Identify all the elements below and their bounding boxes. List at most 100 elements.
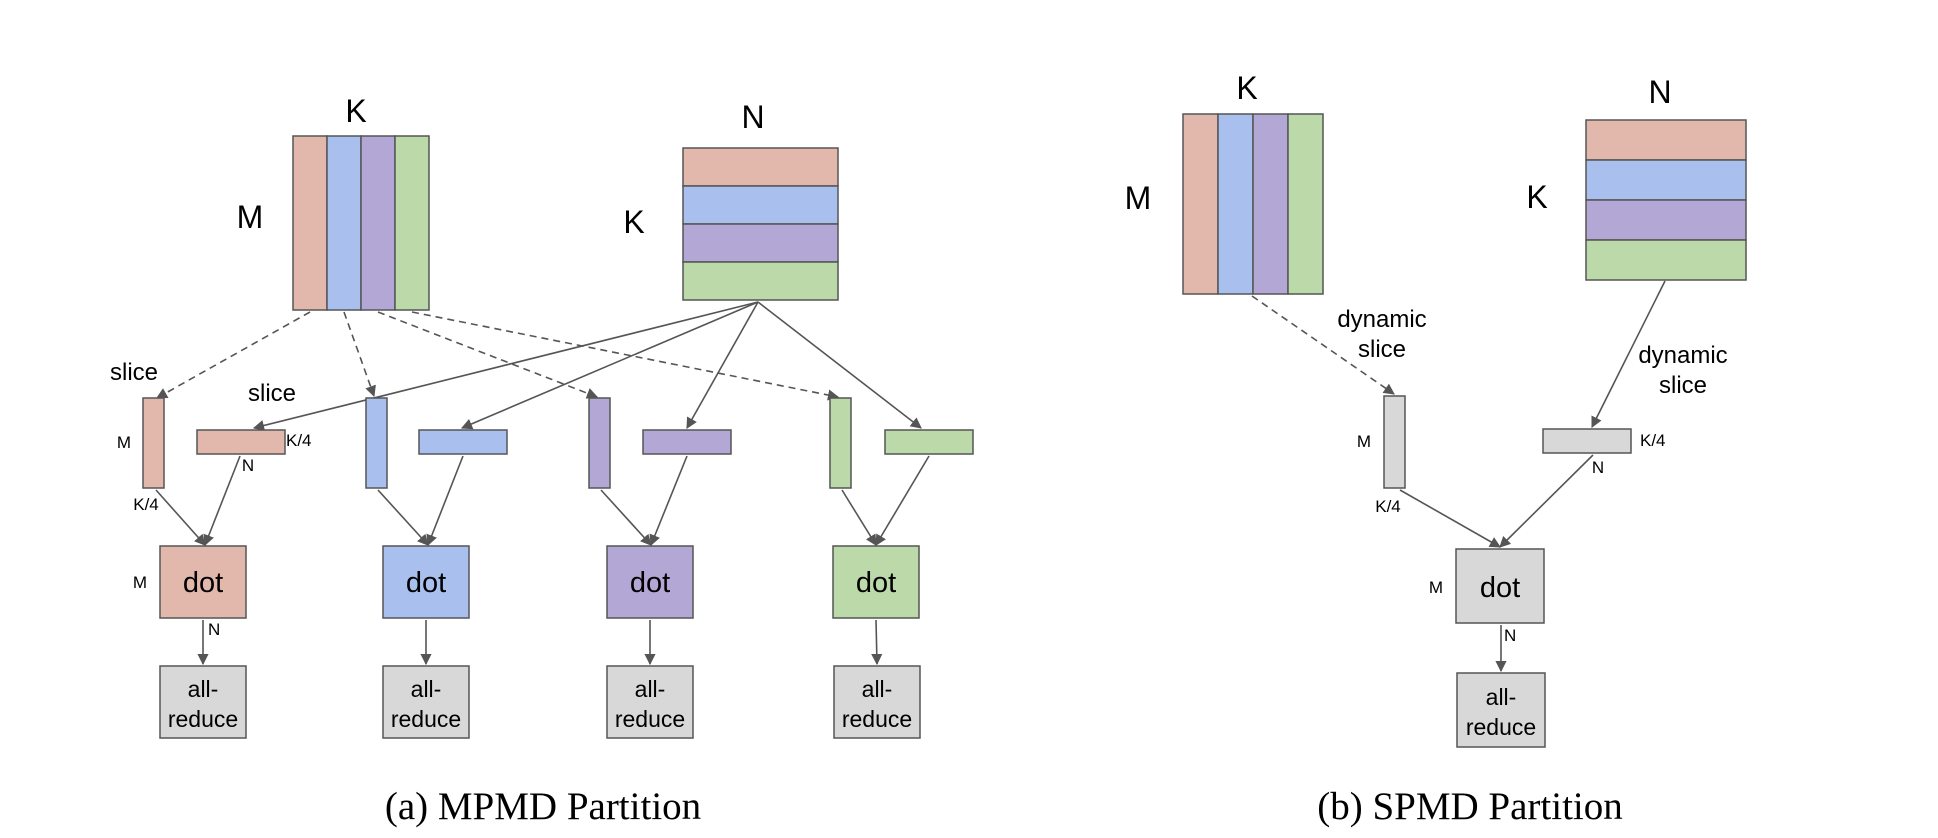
spmd-caption: (b) SPMD Partition xyxy=(1317,785,1623,828)
mpmd-slice-edge-rhs-3 xyxy=(686,301,759,429)
spmd-rhs-strip-3 xyxy=(1585,199,1747,241)
mpmd-dot-node-2 xyxy=(382,545,470,619)
spmd-dynamic-slice-edge-lhs xyxy=(1251,295,1395,395)
mpmd-rhs-strip-3 xyxy=(682,223,839,263)
spmd-rhs-label-n: N xyxy=(1648,74,1671,110)
mpmd-lhs-matrix xyxy=(292,135,430,311)
mpmd-dot-node-4 xyxy=(832,545,920,619)
spmd-lhs-strip-4 xyxy=(1287,113,1324,295)
mpmd-dot-label-4: dot xyxy=(856,567,896,599)
spmd-shard-label-k4-rhs: K/4 xyxy=(1640,431,1666,450)
mpmd-all-reduce-node-1 xyxy=(159,665,247,739)
spmd-lhs-label-k: K xyxy=(1236,70,1257,106)
mpmd-shard-label-m: M xyxy=(117,433,131,452)
mpmd-dot-edge-lhs-4 xyxy=(841,489,877,546)
mpmd-all-reduce-label-4b: reduce xyxy=(842,706,912,732)
mpmd-dot-label-1: dot xyxy=(183,567,223,599)
spmd-rhs-strip-2 xyxy=(1585,159,1747,201)
mpmd-dot-label-3: dot xyxy=(630,567,670,599)
mpmd-slice-edge-lhs-3 xyxy=(377,311,599,399)
mpmd-slice-edge-rhs-4 xyxy=(757,301,922,429)
mpmd-dot-dim-n: N xyxy=(208,620,220,639)
spmd-dynamic-slice-label-lhs-1: dynamic xyxy=(1337,306,1426,333)
spmd-lhs-strip-1 xyxy=(1182,113,1219,295)
mpmd-all-reduce-node-2 xyxy=(382,665,470,739)
spmd-dot-edge-lhs xyxy=(1399,489,1501,548)
mpmd-slice-edge-rhs-2 xyxy=(460,301,759,430)
spmd-all-reduce-label-a: all- xyxy=(1486,684,1517,710)
mpmd-rhs-strip-1 xyxy=(682,147,839,187)
mpmd-slice-label-lhs: slice xyxy=(110,359,158,386)
mpmd-dot-edge-lhs-1 xyxy=(155,489,206,546)
spmd-lhs-strip-3 xyxy=(1252,113,1289,295)
mpmd-slice-edge-lhs-1 xyxy=(156,311,311,399)
spmd-rhs-strip-4 xyxy=(1585,239,1747,281)
spmd-dot-label: dot xyxy=(1480,572,1520,604)
mpmd-lhs-strip-4 xyxy=(394,135,430,311)
mpmd-all-reduce-label-1a: all- xyxy=(188,676,219,702)
mpmd-shard-label-k4: K/4 xyxy=(133,495,159,514)
mpmd-lhs-label-m: M xyxy=(237,199,264,235)
spmd-lhs-label-m: M xyxy=(1125,180,1152,216)
mpmd-rhs-shard-3 xyxy=(642,429,732,455)
mpmd-shard-label-k4-rhs: K/4 xyxy=(286,431,312,450)
mpmd-rhs-shard-4 xyxy=(884,429,974,455)
spmd-lhs-shard xyxy=(1383,395,1406,489)
spmd-rhs-label-k: K xyxy=(1526,179,1547,215)
mpmd-dot-edge-rhs-2 xyxy=(426,455,464,547)
mpmd-rhs-label-n: N xyxy=(741,99,764,135)
mpmd-panel: K M N K slice slice M K/4 xyxy=(110,93,974,828)
mpmd-lhs-strip-1 xyxy=(292,135,328,311)
mpmd-slice-edge-lhs-2 xyxy=(343,311,376,398)
mpmd-slice-label-rhs: slice xyxy=(248,380,296,407)
mpmd-rhs-label-k: K xyxy=(623,204,644,240)
mpmd-shard-label-n: N xyxy=(242,456,254,475)
mpmd-all-reduce-node-3 xyxy=(606,665,694,739)
mpmd-lhs-strip-3 xyxy=(360,135,396,311)
mpmd-slice-edge-rhs-1 xyxy=(252,301,759,431)
mpmd-all-reduce-label-3b: reduce xyxy=(615,706,685,732)
mpmd-reduce-edge-4 xyxy=(871,619,883,666)
spmd-dot-dim-m: M xyxy=(1429,578,1443,597)
mpmd-slice-edge-lhs-4 xyxy=(411,311,840,401)
mpmd-dot-edge-rhs-1 xyxy=(203,455,241,547)
spmd-dot-dim-n: N xyxy=(1504,626,1516,645)
spmd-rhs-strip-1 xyxy=(1585,119,1747,161)
mpmd-rhs-strip-4 xyxy=(682,261,839,301)
mpmd-all-reduce-label-3a: all- xyxy=(635,676,666,702)
mpmd-rhs-matrix xyxy=(682,147,839,301)
spmd-dot-edge-rhs xyxy=(1499,454,1594,548)
mpmd-lhs-strip-2 xyxy=(326,135,362,311)
mpmd-dot-node-3 xyxy=(606,545,694,619)
mpmd-lhs-shard-4 xyxy=(829,397,852,489)
spmd-rhs-shard xyxy=(1542,428,1632,454)
mpmd-lhs-label-k: K xyxy=(345,93,366,129)
spmd-shard-label-m: M xyxy=(1357,432,1371,451)
mpmd-dot-dim-m: M xyxy=(133,573,147,592)
mpmd-dot-edge-lhs-2 xyxy=(377,489,429,546)
mpmd-dot-node-1 xyxy=(159,545,247,619)
spmd-shard-label-n: N xyxy=(1592,458,1604,477)
mpmd-all-reduce-node-4 xyxy=(833,665,921,739)
mpmd-dot-edge-rhs-4 xyxy=(875,455,930,546)
mpmd-all-reduce-label-2a: all- xyxy=(411,676,442,702)
spmd-dynamic-slice-label-rhs-1: dynamic xyxy=(1638,342,1727,369)
mpmd-all-reduce-label-1b: reduce xyxy=(168,706,238,732)
spmd-dynamic-slice-edge-rhs xyxy=(1591,280,1666,429)
spmd-lhs-strip-2 xyxy=(1217,113,1254,295)
spmd-panel: K M N K dynamic slice dynamic slice M K/… xyxy=(1125,70,1747,828)
spmd-rhs-matrix xyxy=(1585,119,1747,281)
spmd-all-reduce-node xyxy=(1456,672,1546,748)
mpmd-lhs-shard-3 xyxy=(588,397,611,489)
spmd-all-reduce-label-b: reduce xyxy=(1466,714,1536,740)
mpmd-rhs-shard-2 xyxy=(418,429,508,455)
mpmd-dot-edge-lhs-3 xyxy=(600,489,652,546)
spmd-dot-node xyxy=(1455,548,1545,624)
mpmd-rhs-shard-1 xyxy=(196,429,286,455)
mpmd-caption: (a) MPMD Partition xyxy=(385,785,701,828)
mpmd-all-reduce-label-2b: reduce xyxy=(391,706,461,732)
spmd-dynamic-slice-label-rhs-2: slice xyxy=(1659,372,1707,399)
mpmd-dot-edge-rhs-3 xyxy=(649,455,688,547)
mpmd-lhs-shard-2 xyxy=(365,397,388,489)
